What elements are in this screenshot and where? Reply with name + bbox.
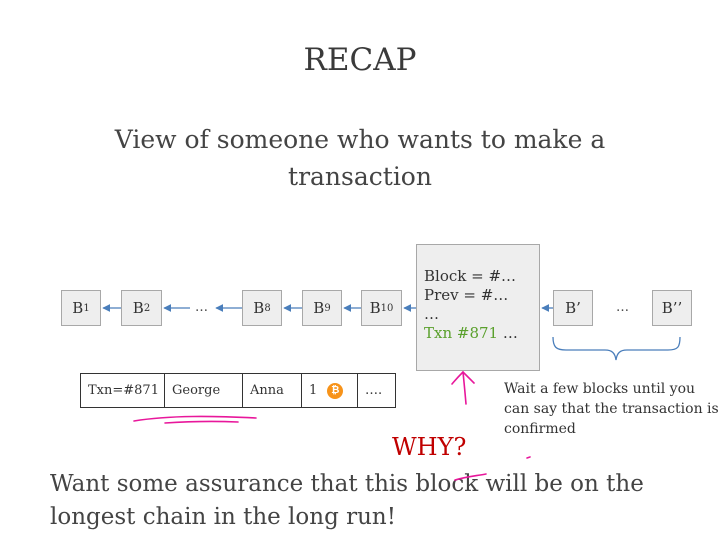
block-subscript: 2 xyxy=(143,302,151,314)
block-subscript: 8 xyxy=(264,302,271,314)
block-letter: B xyxy=(72,299,84,317)
block-letter: B xyxy=(369,299,381,317)
future-ellipsis: … xyxy=(616,300,629,315)
sender-cell: George xyxy=(165,374,243,407)
block-detail: Block = #… Prev = #… … Txn #871 … xyxy=(416,244,540,371)
tick-mark xyxy=(526,456,531,459)
handwritten-annotations xyxy=(133,370,531,481)
future-blocks-brace xyxy=(552,336,681,361)
transaction-table: Txn=#871 George Anna 1 ₿ …. xyxy=(80,373,396,408)
tick-mark xyxy=(454,473,487,481)
pointer-arrow-stroke xyxy=(462,371,467,405)
block-hash-line: Block = #… xyxy=(424,267,517,285)
slide-title: RECAP xyxy=(303,42,417,78)
block-subscript: 1 xyxy=(83,302,90,314)
pointer-arrow-head xyxy=(451,370,475,385)
more-cell: …. xyxy=(365,383,383,398)
txn-label: Txn #871 xyxy=(424,324,499,342)
block-letter: B xyxy=(313,299,325,317)
txn-suffix: … xyxy=(498,324,518,342)
underline-stroke xyxy=(133,415,257,422)
slide-subtitle: View of someone who wants to make a tran… xyxy=(114,125,606,191)
why-label: WHY? xyxy=(392,433,467,461)
receiver-cell: Anna xyxy=(243,374,302,407)
bitcoin-icon: ₿ xyxy=(327,382,344,399)
block-letter: B xyxy=(253,299,265,317)
block-letter: B xyxy=(132,299,144,317)
txn-id-cell: Txn=#871 xyxy=(81,374,165,407)
block-prev-line: Prev = #… xyxy=(424,286,509,304)
confirmation-note: Wait a few blocks until you can say that… xyxy=(504,381,719,437)
amount-value: 1 xyxy=(309,383,318,398)
block-ellipsis-line: … xyxy=(424,305,439,323)
block-subscript: 10 xyxy=(380,302,394,314)
block-b-double-prime: B’’ xyxy=(652,290,692,326)
amount-cell: 1 ₿ xyxy=(302,374,358,407)
underline-stroke xyxy=(164,420,239,424)
block-b-prime: B’ xyxy=(553,290,593,326)
block-txn-line: Txn #871 … xyxy=(424,324,539,343)
block-subscript: 9 xyxy=(324,302,331,314)
chain-ellipsis: … xyxy=(195,300,208,315)
conclusion-text: Want some assurance that this block will… xyxy=(50,471,644,530)
